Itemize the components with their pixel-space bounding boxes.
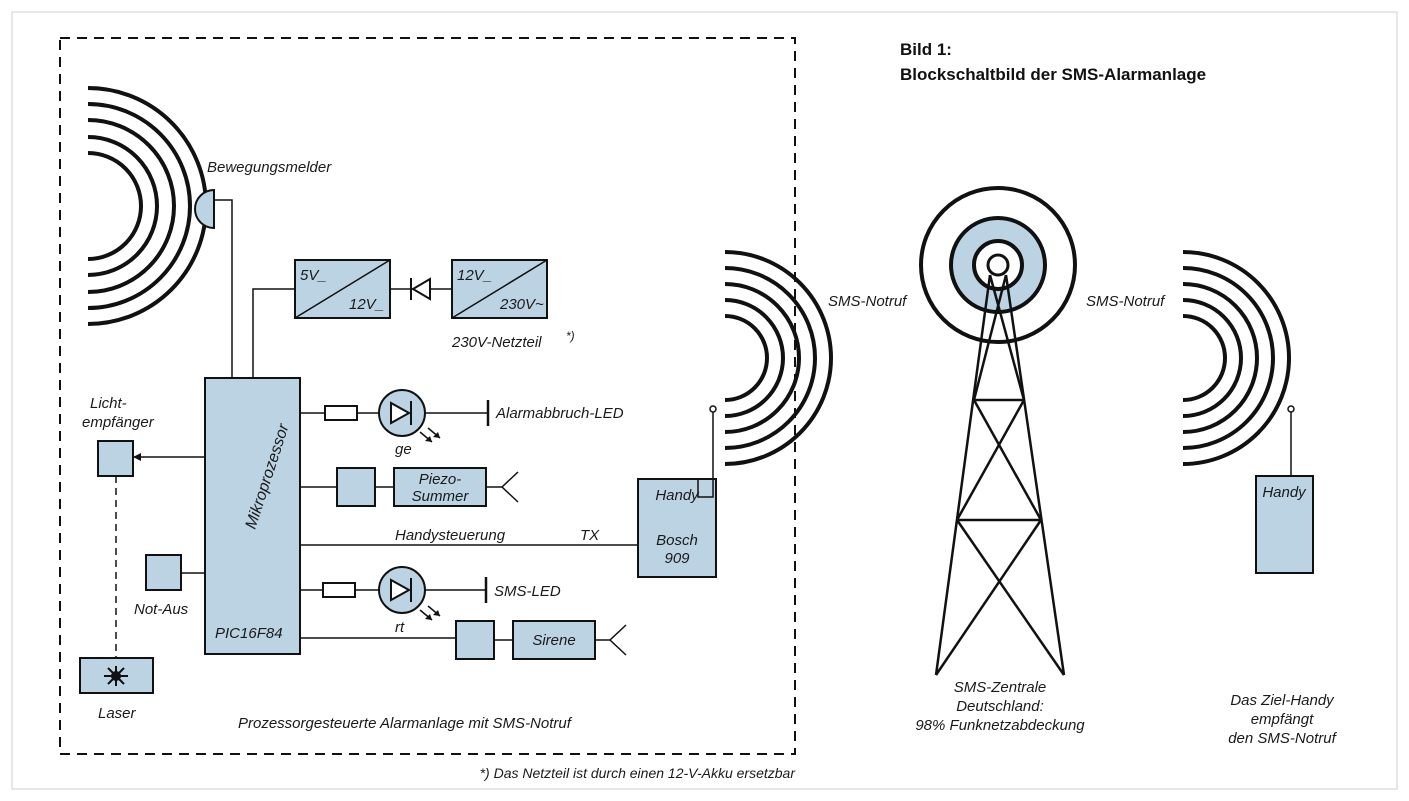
label-ziel-2: empfängt xyxy=(1251,711,1314,728)
handy-antenna-icon xyxy=(709,405,717,413)
handy-radio-waves xyxy=(724,250,833,466)
piezo-horn-icon xyxy=(500,471,519,503)
led-ge-triangle xyxy=(390,401,412,425)
label-caption-box: Prozessorgesteuerte Alarmanlage mit SMS-… xyxy=(238,715,573,732)
converter-12v: 12V_ xyxy=(349,296,384,313)
label-sms-notruf-right: SMS-Notruf xyxy=(1086,293,1166,310)
label-piezo-1: Piezo- xyxy=(419,471,462,488)
piezo-driver-block xyxy=(336,467,376,507)
converter-5v: 5V_ xyxy=(300,267,327,284)
diode-icon xyxy=(410,277,431,301)
label-netzteil-note: *) xyxy=(566,329,575,343)
resistor-1-icon xyxy=(324,405,358,421)
label-handy-target: Handy xyxy=(1262,484,1307,501)
led-rt-light-icon xyxy=(419,605,441,621)
tower-mast-icon xyxy=(934,274,1066,676)
label-zentrale-2: Deutschland: xyxy=(956,698,1044,715)
label-pic: PIC16F84 xyxy=(215,625,283,642)
label-tx: TX xyxy=(580,527,600,544)
handy-antenna-wire xyxy=(697,412,714,498)
label-zentrale-3: 98% Funknetzabdeckung xyxy=(915,717,1085,734)
label-ziel-3: den SMS-Notruf xyxy=(1228,730,1337,747)
wire-motion-sensor xyxy=(214,199,233,378)
label-zentrale-1: SMS-Zentrale xyxy=(954,679,1047,696)
label-sirene: Sirene xyxy=(532,632,575,649)
siren-block xyxy=(512,620,596,660)
label-ziel-1: Das Ziel-Handy xyxy=(1230,692,1335,709)
led-rt-triangle xyxy=(390,578,412,602)
power-supply-230v: 230V~ xyxy=(499,296,544,313)
title-line-2: Blockschaltbild der SMS-Alarmanlage xyxy=(900,65,1206,84)
led-ge-light-icon xyxy=(419,427,441,443)
label-licht-1: Licht- xyxy=(90,395,127,412)
arrow-light-receiver xyxy=(133,453,141,461)
wire-converter-cpu xyxy=(252,288,295,378)
motion-sensor-icon xyxy=(194,188,215,230)
label-handysteuerung: Handysteuerung xyxy=(395,527,506,544)
handy-bosch-block xyxy=(637,478,717,578)
label-handy: Handy xyxy=(655,487,700,504)
label-sms-notruf-left: SMS-Notruf xyxy=(828,293,908,310)
laser-star-icon xyxy=(104,666,128,686)
motion-detector-waves xyxy=(87,86,208,326)
tower-signal-circles xyxy=(919,186,1077,344)
label-ge: ge xyxy=(395,441,412,458)
resistor-2-icon xyxy=(322,582,356,598)
label-bosch-2: 909 xyxy=(664,550,690,567)
converter-diagonal xyxy=(294,259,391,319)
siren-horn-icon xyxy=(608,624,627,656)
label-bewegungsmelder: Bewegungsmelder xyxy=(207,159,332,176)
label-bosch-1: Bosch xyxy=(656,532,698,549)
outer-frame xyxy=(11,11,1398,790)
label-not-aus: Not-Aus xyxy=(134,601,189,618)
power-supply-diagonal xyxy=(451,259,548,319)
alarm-system-enclosure xyxy=(59,37,796,755)
label-licht-2: empfänger xyxy=(82,414,155,431)
label-rt: rt xyxy=(395,619,405,636)
light-receiver-block xyxy=(97,440,134,477)
target-radio-waves xyxy=(1182,250,1291,466)
microprocessor-block xyxy=(204,377,301,655)
label-sms-led: SMS-LED xyxy=(494,583,561,600)
title-line-1: Bild 1: xyxy=(900,40,952,59)
label-alarmabbruch: Alarmabbruch-LED xyxy=(495,405,624,422)
label-footnote: *) Das Netzteil ist durch einen 12-V-Akk… xyxy=(480,765,797,781)
label-laser: Laser xyxy=(98,705,137,722)
label-netzteil: 230V-Netzteil xyxy=(451,334,542,351)
power-supply-12v: 12V_ xyxy=(457,267,492,284)
siren-driver-block xyxy=(455,620,495,660)
label-piezo-2: Summer xyxy=(412,488,470,505)
target-antenna-icon xyxy=(1287,405,1295,413)
target-handy-block xyxy=(1255,475,1314,574)
emergency-stop-block xyxy=(145,554,182,591)
